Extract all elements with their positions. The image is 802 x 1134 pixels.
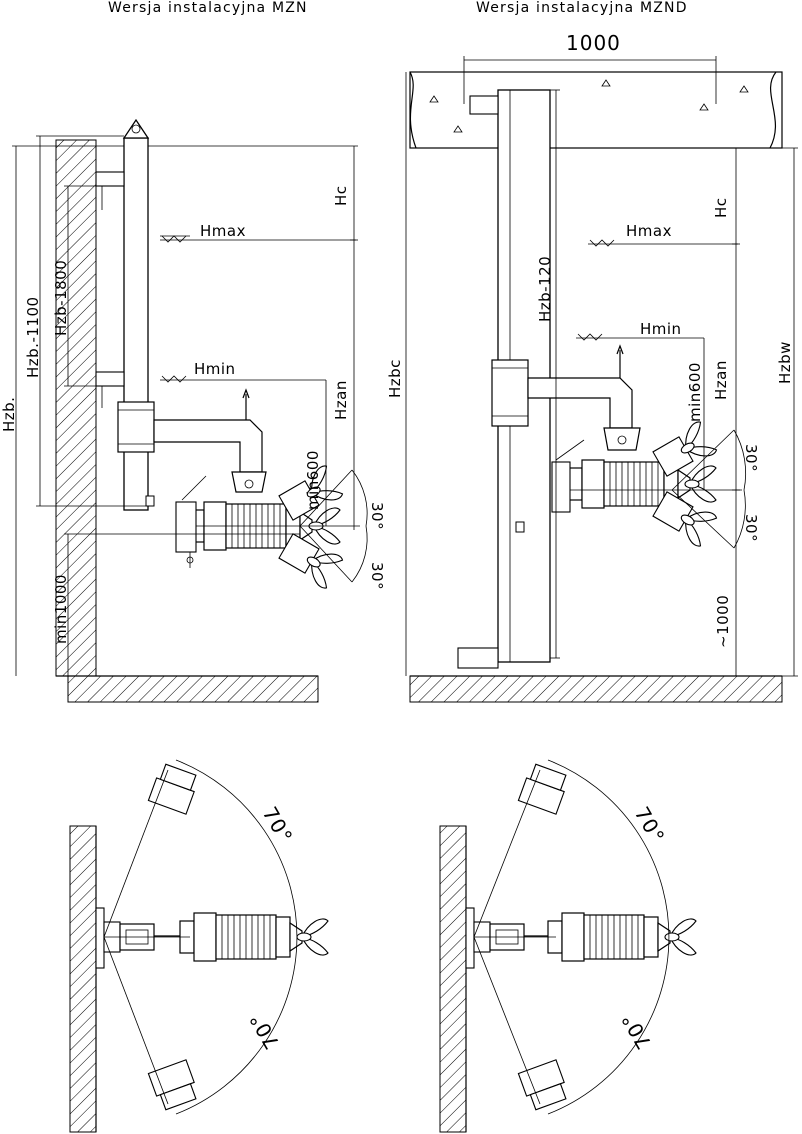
left-hzb: Hzb.	[0, 397, 18, 432]
left-plan-angle-bottom: 70°	[244, 1008, 284, 1053]
left-plan: 70° 70°	[69, 759, 329, 1133]
left-hzb1100: Hzb.-1100	[24, 296, 42, 378]
left-title: Wersja instalacyjna MZN	[108, 0, 308, 16]
left-plan-wall	[69, 825, 97, 1133]
left-hzb1800: Hzb-1800	[52, 260, 70, 336]
right-approx1000: ~1000	[714, 595, 732, 648]
right-title: Wersja instalacyjna MZND	[476, 0, 688, 16]
right-plan-angle-bottom: 70°	[616, 1008, 656, 1053]
right-hzbc: Hzbc	[386, 359, 404, 398]
left-min600: min600	[304, 450, 322, 510]
left-angle-down: 30°	[368, 562, 386, 590]
right-hzbw: Hzbw	[776, 341, 794, 384]
right-hzan: Hzan	[712, 360, 730, 400]
left-hzan: Hzan	[332, 380, 350, 420]
left-wall	[55, 139, 97, 677]
left-floor	[67, 675, 319, 703]
left-elevation: 30° 30° Hmax Hmin Hc Hzan min600 Hzb. Hz…	[0, 118, 386, 703]
right-ceiling	[409, 71, 783, 149]
right-plan-angle-top: 70°	[630, 803, 670, 848]
right-hmax: Hmax	[626, 222, 672, 240]
right-plan-wall	[439, 825, 467, 1133]
right-elevation: 1000 30°	[386, 31, 798, 703]
left-angle-up: 30°	[368, 502, 386, 530]
right-angle-up: 30°	[742, 444, 760, 472]
right-min600: min600	[686, 362, 704, 422]
left-hc: Hc	[332, 185, 350, 206]
right-hmin: Hmin	[640, 320, 682, 338]
left-hmax: Hmax	[200, 222, 246, 240]
left-plan-angle-top: 70°	[258, 803, 298, 848]
right-width-1000: 1000	[566, 31, 621, 55]
right-floor	[409, 675, 783, 703]
left-hmin: Hmin	[194, 360, 236, 378]
right-hzb120: Hzb-120	[536, 256, 554, 322]
right-hc: Hc	[712, 197, 730, 218]
left-min1000: min1000	[52, 574, 70, 644]
right-plan: 70° 70°	[439, 759, 697, 1133]
right-angle-down: 30°	[742, 514, 760, 542]
